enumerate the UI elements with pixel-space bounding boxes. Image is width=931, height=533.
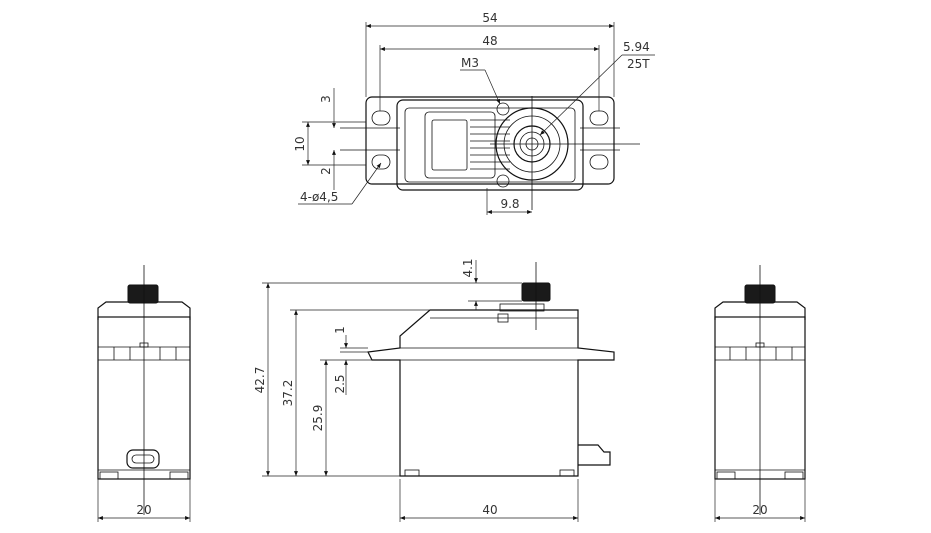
dim-horn-height: 4.1 — [461, 258, 475, 277]
cooling-fins — [470, 119, 510, 170]
dim-hole-spacing: 48 — [482, 34, 497, 48]
dim-body-height: 37.2 — [281, 380, 295, 407]
dim-flange-thickness: 2.5 — [333, 374, 347, 393]
mount-holes — [371, 110, 609, 170]
right-end-view: 20 — [714, 265, 806, 522]
dim-total-height: 42.7 — [253, 367, 267, 394]
side-view: 42.7 37.2 25.9 2.5 1 4.1 40 — [253, 258, 615, 522]
screw-top — [496, 102, 510, 116]
dim-left-width: 20 — [136, 503, 151, 517]
left-end-view: 20 — [97, 265, 191, 522]
top-mount-flange — [365, 96, 615, 185]
label-screen — [431, 119, 468, 171]
dim-right-width: 20 — [752, 503, 767, 517]
top-view: 54 48 5.94 25T M3 3 10 2 4-ø4,5 9.8 — [293, 11, 655, 215]
cable-plug — [578, 444, 611, 466]
dim-body-length: 40 — [482, 503, 497, 517]
dim-overall-width: 54 — [482, 11, 497, 25]
cable-exit — [126, 449, 160, 469]
dim-flange-offset: 1 — [333, 326, 347, 334]
top-body — [396, 99, 584, 191]
left-output-horn — [127, 284, 159, 304]
dim-flange-height: 25.9 — [311, 405, 325, 432]
dim-mount-offset-top: 3 — [319, 95, 333, 103]
dim-mount-offset-bottom: 2 — [319, 167, 333, 175]
side-body — [367, 309, 615, 477]
dim-screw-thread: M3 — [461, 56, 479, 70]
top-body-inner — [404, 107, 576, 183]
dim-spline-teeth: 25T — [627, 57, 650, 71]
screw-bottom — [496, 174, 510, 188]
dim-spline-diameter: 5.94 — [623, 40, 650, 54]
dim-mount-height: 10 — [293, 136, 307, 151]
dim-output-offset: 9.8 — [500, 197, 519, 211]
dim-holes: 4-ø4,5 — [300, 190, 338, 204]
label-window — [424, 111, 496, 179]
